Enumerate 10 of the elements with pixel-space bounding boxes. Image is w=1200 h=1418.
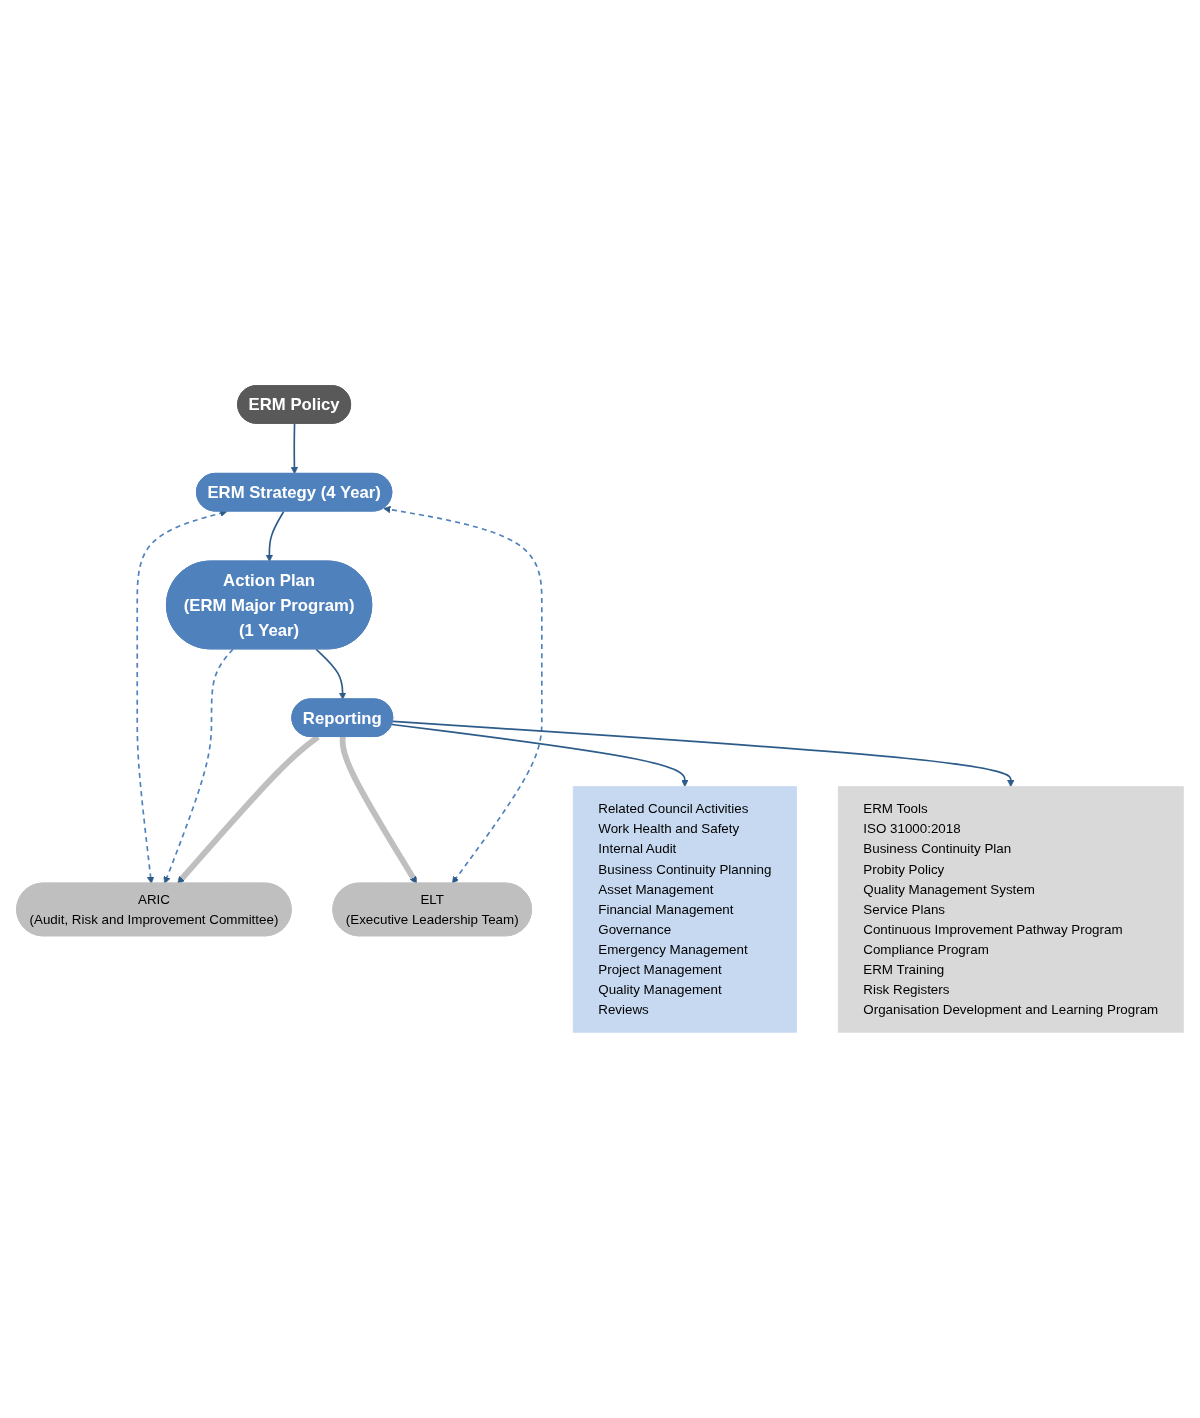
node-box: ERM Tools ISO 31000:2018 Business Continuity Plan Probity Policy Quality Management System Service Plans Continuous Improvement Pathway Program Compliance Program ERM Training Risk Registers Organisation Development and Learning Program	[837, 786, 1184, 1033]
node-box: Related Council Activities Work Health and Safety Internal Audit Business Continuity Planning Asset Management Financial Management Governance Emergency Management Project Management Quality Management Reviews	[572, 786, 797, 1033]
arrow	[265, 510, 285, 562]
arrow	[383, 505, 543, 884]
arrow	[339, 736, 418, 884]
arrow	[315, 648, 347, 700]
arrow	[392, 720, 1015, 787]
arrow	[163, 648, 234, 884]
arrow	[290, 422, 299, 475]
arrow	[391, 723, 689, 787]
